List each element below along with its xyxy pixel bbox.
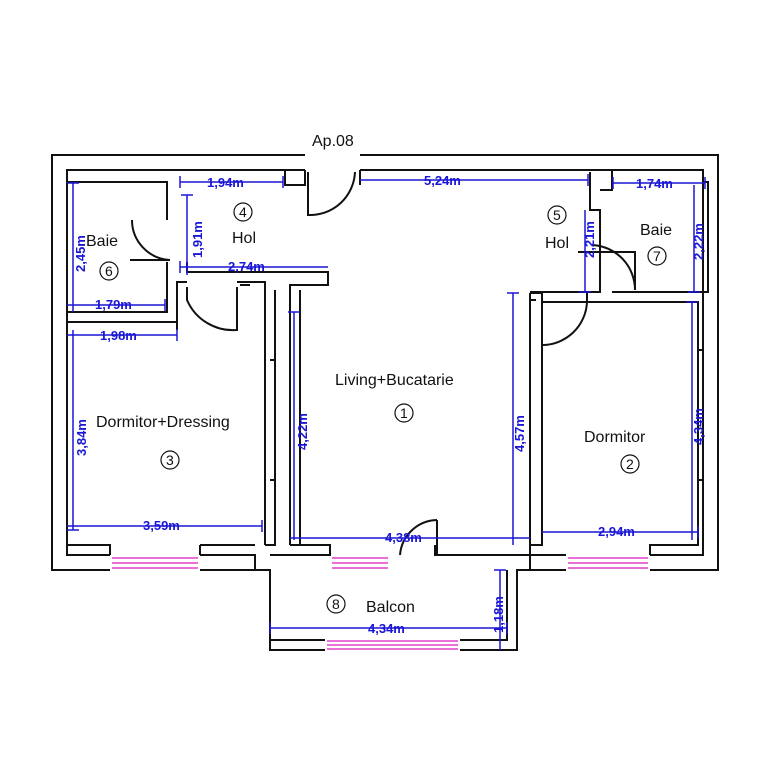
dim-label: 1,18m	[491, 596, 506, 633]
exterior-walls	[51, 154, 719, 651]
room-number-badge	[233, 202, 253, 222]
dim-label: 1,94m	[207, 175, 244, 190]
room-number-badge	[394, 403, 414, 423]
dim-label: 4,57m	[512, 415, 527, 452]
windows	[112, 557, 648, 650]
baie6-door	[130, 219, 171, 261]
dim-label: 3,59m	[143, 518, 180, 533]
room-name-dormitor: Dormitor	[584, 429, 646, 446]
dim-label: 1,79m	[95, 297, 132, 312]
dim-label: 5,24m	[424, 173, 461, 188]
room-number-hol-4: 4	[239, 204, 247, 220]
room-number-badge	[647, 246, 667, 266]
room-number-badge	[547, 205, 567, 225]
room-name-dormitor-dressing: Dormitor+Dressing	[96, 414, 230, 431]
room-number-baie-7: 7	[653, 248, 661, 264]
dim-label: 4,34m	[691, 408, 706, 445]
dim-label: 1,74m	[636, 176, 673, 191]
dormitor3-door	[186, 287, 238, 332]
hol5-door	[578, 244, 637, 291]
interior-walls	[67, 170, 709, 641]
doors	[130, 171, 637, 556]
dim-label: 1,91m	[190, 221, 205, 258]
room-name-hol-5: Hol	[545, 235, 569, 252]
room-name-living: Living+Bucatarie	[335, 372, 454, 389]
room-number-badge	[160, 450, 180, 470]
dim-label: 3,84m	[74, 419, 89, 456]
apartment-title: Ap.08	[312, 133, 354, 150]
dimension-labels: 1,94m 5,24m 1,74m 1,91m 2,45m 2,74m 2,21…	[73, 173, 706, 636]
room-number-badge	[620, 454, 640, 474]
dim-label: 2,22m	[691, 223, 706, 260]
room-number-balcon: 8	[332, 596, 340, 612]
dim-label: 2,74m	[228, 259, 265, 274]
room-number-dormitor: 2	[626, 456, 634, 472]
room-name-balcon: Balcon	[366, 599, 415, 616]
dim-label: 4,34m	[368, 621, 405, 636]
room-number-badge	[99, 261, 119, 281]
room-name-baie-6: Baie	[86, 233, 118, 250]
dim-label: 2,94m	[598, 524, 635, 539]
entry-door	[307, 171, 356, 217]
room-name-baie-7: Baie	[640, 222, 672, 239]
dim-label: 4,38m	[385, 530, 422, 545]
dormitor2-door	[541, 301, 588, 347]
dim-label: 2,45m	[73, 235, 88, 272]
dim-label: 1,98m	[100, 328, 137, 343]
dim-label: 4,22m	[295, 413, 310, 450]
room-number-hol-5: 5	[553, 207, 561, 223]
room-number-living: 1	[400, 405, 408, 421]
dimension-lines	[67, 174, 706, 650]
room-labels: Living+Bucatarie 1 Dormitor 2 Dormitor+D…	[86, 202, 672, 616]
room-number-dormitor-dressing: 3	[166, 452, 174, 468]
room-number-badge	[326, 594, 346, 614]
room-number-baie-6: 6	[105, 263, 113, 279]
room-name-hol-4: Hol	[232, 230, 256, 247]
dim-label: 2,21m	[582, 221, 597, 258]
